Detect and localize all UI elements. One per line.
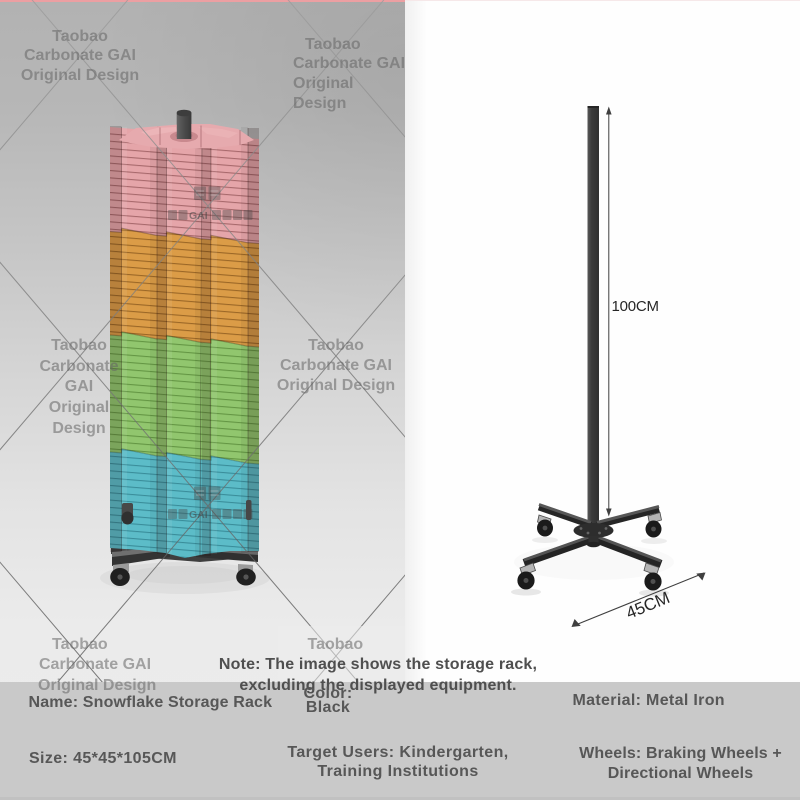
svg-text:100CM: 100CM: [612, 298, 659, 315]
svg-text:GAI: GAI: [189, 509, 208, 521]
svg-text:GAI: GAI: [189, 210, 208, 222]
